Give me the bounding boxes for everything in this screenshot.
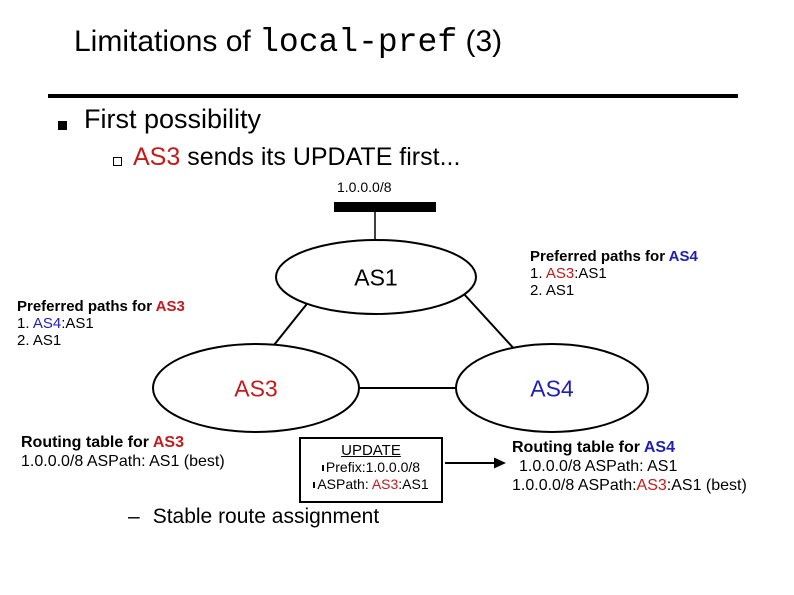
edge-as1-as3 xyxy=(269,299,311,351)
prefix-bar xyxy=(334,202,436,212)
tiny-bullet-icon xyxy=(313,482,316,488)
tiny-bullet-icon xyxy=(321,465,324,471)
preferred-as4-heading: Preferred paths for AS4 xyxy=(530,248,698,265)
update-message-box: UPDATE Prefix:1.0.0.0/8 ASPath: AS3:AS1 xyxy=(299,437,443,503)
routing-as4-line1: 1.0.0.0/8 ASPath: AS1 xyxy=(519,458,678,475)
title-prefix: Limitations of xyxy=(74,25,260,58)
bullet-square-icon xyxy=(58,121,67,130)
sub-bullet-square-icon xyxy=(113,157,122,166)
prefix-label: 1.0.0.0/8 xyxy=(337,179,392,195)
routing-as3-heading: Routing table for AS3 xyxy=(21,434,184,451)
routing-as4-heading: Routing table for AS4 xyxy=(512,439,675,456)
preferred-as3-line1: 1. AS4:AS1 xyxy=(17,315,94,332)
preferred-as4-line1: 1. AS3:AS1 xyxy=(530,265,607,282)
sub-bullet-as3: AS3 xyxy=(133,143,181,171)
title-divider xyxy=(48,94,738,98)
footer-text: Stable route assignment xyxy=(152,505,380,528)
sub-bullet-rest: sends its UPDATE first... xyxy=(180,143,461,171)
title-code: local-pref xyxy=(259,24,458,61)
title-suffix: (3) xyxy=(457,25,503,58)
preferred-as3-heading: Preferred paths for AS3 xyxy=(17,298,185,315)
slide-title: Limitations of local-pref (3) xyxy=(74,24,502,61)
node-label-as3: AS3 xyxy=(234,375,278,402)
node-label-as1: AS1 xyxy=(354,264,398,291)
update-prefix-line: Prefix:1.0.0.0/8 xyxy=(301,459,441,476)
arrow-right-icon xyxy=(445,457,506,469)
routing-as3-line1: 1.0.0.0/8 ASPath: AS1 (best) xyxy=(21,453,225,470)
routing-table-as3: Routing table for AS3 1.0.0.0/8 ASPath: … xyxy=(21,433,225,471)
preferred-as3-line2: 2. AS1 xyxy=(17,332,62,349)
preferred-paths-as4: Preferred paths for AS4 1. AS3:AS1 2. AS… xyxy=(530,248,698,299)
footer-note: –Stable route assignment xyxy=(128,505,379,529)
routing-as4-line2: 1.0.0.0/8 ASPath:AS3:AS1 (best) xyxy=(512,477,747,494)
bullet-first-possibility: First possibility xyxy=(84,104,262,134)
update-title: UPDATE xyxy=(341,442,401,459)
node-label-as4: AS4 xyxy=(530,375,574,402)
routing-table-as4: Routing table for AS4 1.0.0.0/8 ASPath: … xyxy=(512,438,747,495)
preferred-as4-line2: 2. AS1 xyxy=(530,282,575,299)
sub-bullet-text: AS3 sends its UPDATE first... xyxy=(133,143,460,172)
edge-as1-as4 xyxy=(462,292,518,353)
update-aspath-line: ASPath: AS3:AS1 xyxy=(301,476,441,493)
dash-bullet: – xyxy=(128,505,140,528)
preferred-paths-as3: Preferred paths for AS3 1. AS4:AS1 2. AS… xyxy=(17,298,185,349)
